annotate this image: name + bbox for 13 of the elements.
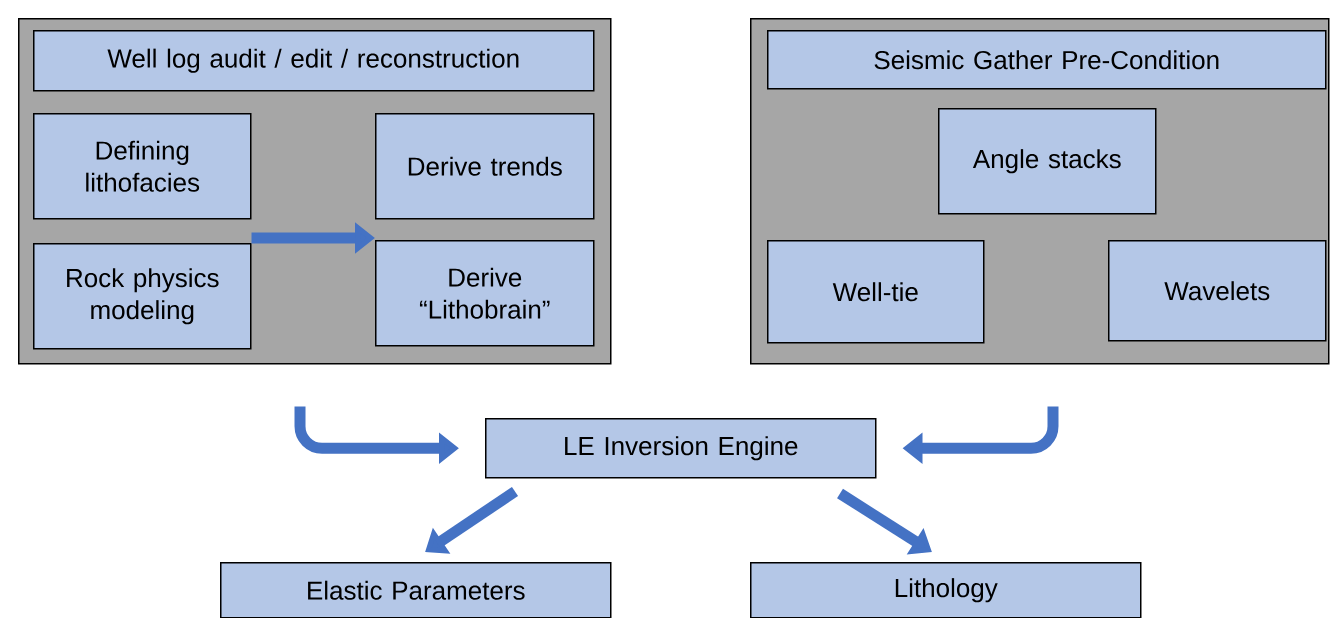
- arrow: [425, 486, 519, 554]
- process-box: Well log audit / edit / reconstruction: [33, 30, 595, 92]
- process-box: Elastic Parameters: [220, 562, 612, 618]
- process-box: Well-tie: [767, 240, 985, 344]
- process-box: Derive trends: [375, 113, 595, 220]
- process-box: Rock physics modeling: [33, 243, 252, 350]
- process-box: Angle stacks: [938, 108, 1157, 215]
- process-box: Wavelets: [1108, 240, 1327, 342]
- process-box: Derive “Lithobrain”: [375, 240, 595, 347]
- process-box: Lithology: [750, 562, 1142, 618]
- process-box: Defining lithofacies: [33, 113, 252, 220]
- process-box: Seismic Gather Pre-Condition: [767, 30, 1327, 90]
- process-box: LE Inversion Engine: [485, 418, 877, 479]
